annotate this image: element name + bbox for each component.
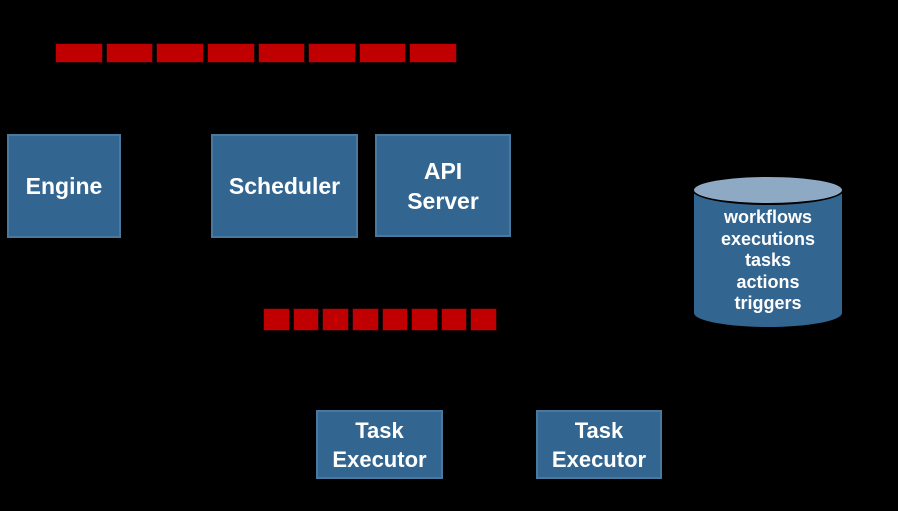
node-api-server-label-line2: Server: [407, 187, 479, 214]
database-item: actions: [736, 271, 800, 292]
queue-segment: [308, 43, 356, 63]
queue-segment: [322, 308, 349, 331]
queue-segment: [358, 43, 407, 63]
database-cylinder-top-ellipse: [692, 175, 844, 205]
node-task-executor-2-label-line1: Task: [574, 417, 624, 443]
database-item: workflows: [723, 207, 812, 227]
queue-segment: [55, 43, 103, 63]
queue-segment: [156, 43, 204, 63]
database-cylinder: workflows executions tasks actions trigg…: [692, 175, 844, 329]
database-item: executions: [720, 228, 816, 249]
queue-segment: [257, 43, 306, 63]
message-queue-bottom: [263, 308, 497, 331]
node-task-executor-2: Task Executor: [536, 410, 662, 479]
database-item-list: workflows executions tasks actions trigg…: [692, 207, 844, 315]
node-task-executor-1-label-line1: Task: [355, 417, 404, 443]
queue-segment: [381, 308, 409, 331]
database-cylinder-body: [692, 190, 844, 329]
queue-segment: [470, 308, 497, 331]
node-engine-label: Engine: [25, 172, 103, 199]
database-item: triggers: [734, 293, 802, 313]
queue-segment: [411, 308, 438, 331]
queue-segment: [292, 308, 320, 331]
node-task-executor-1-label-line2: Executor: [332, 446, 427, 472]
queue-segment: [263, 308, 290, 331]
node-scheduler-label: Scheduler: [228, 172, 341, 199]
node-engine: Engine: [7, 134, 121, 238]
node-api-server: API Server: [375, 134, 511, 237]
node-api-server-label-line1: API: [423, 157, 463, 184]
queue-segment: [105, 43, 154, 63]
node-scheduler: Scheduler: [211, 134, 358, 238]
queue-segment: [206, 43, 255, 63]
database-item: tasks: [744, 250, 792, 270]
message-queue-top: [55, 43, 457, 63]
queue-segment: [351, 308, 379, 331]
queue-segment: [440, 308, 468, 331]
queue-segment: [409, 43, 457, 63]
node-task-executor-1: Task Executor: [316, 410, 443, 479]
node-task-executor-2-label-line2: Executor: [551, 446, 647, 472]
